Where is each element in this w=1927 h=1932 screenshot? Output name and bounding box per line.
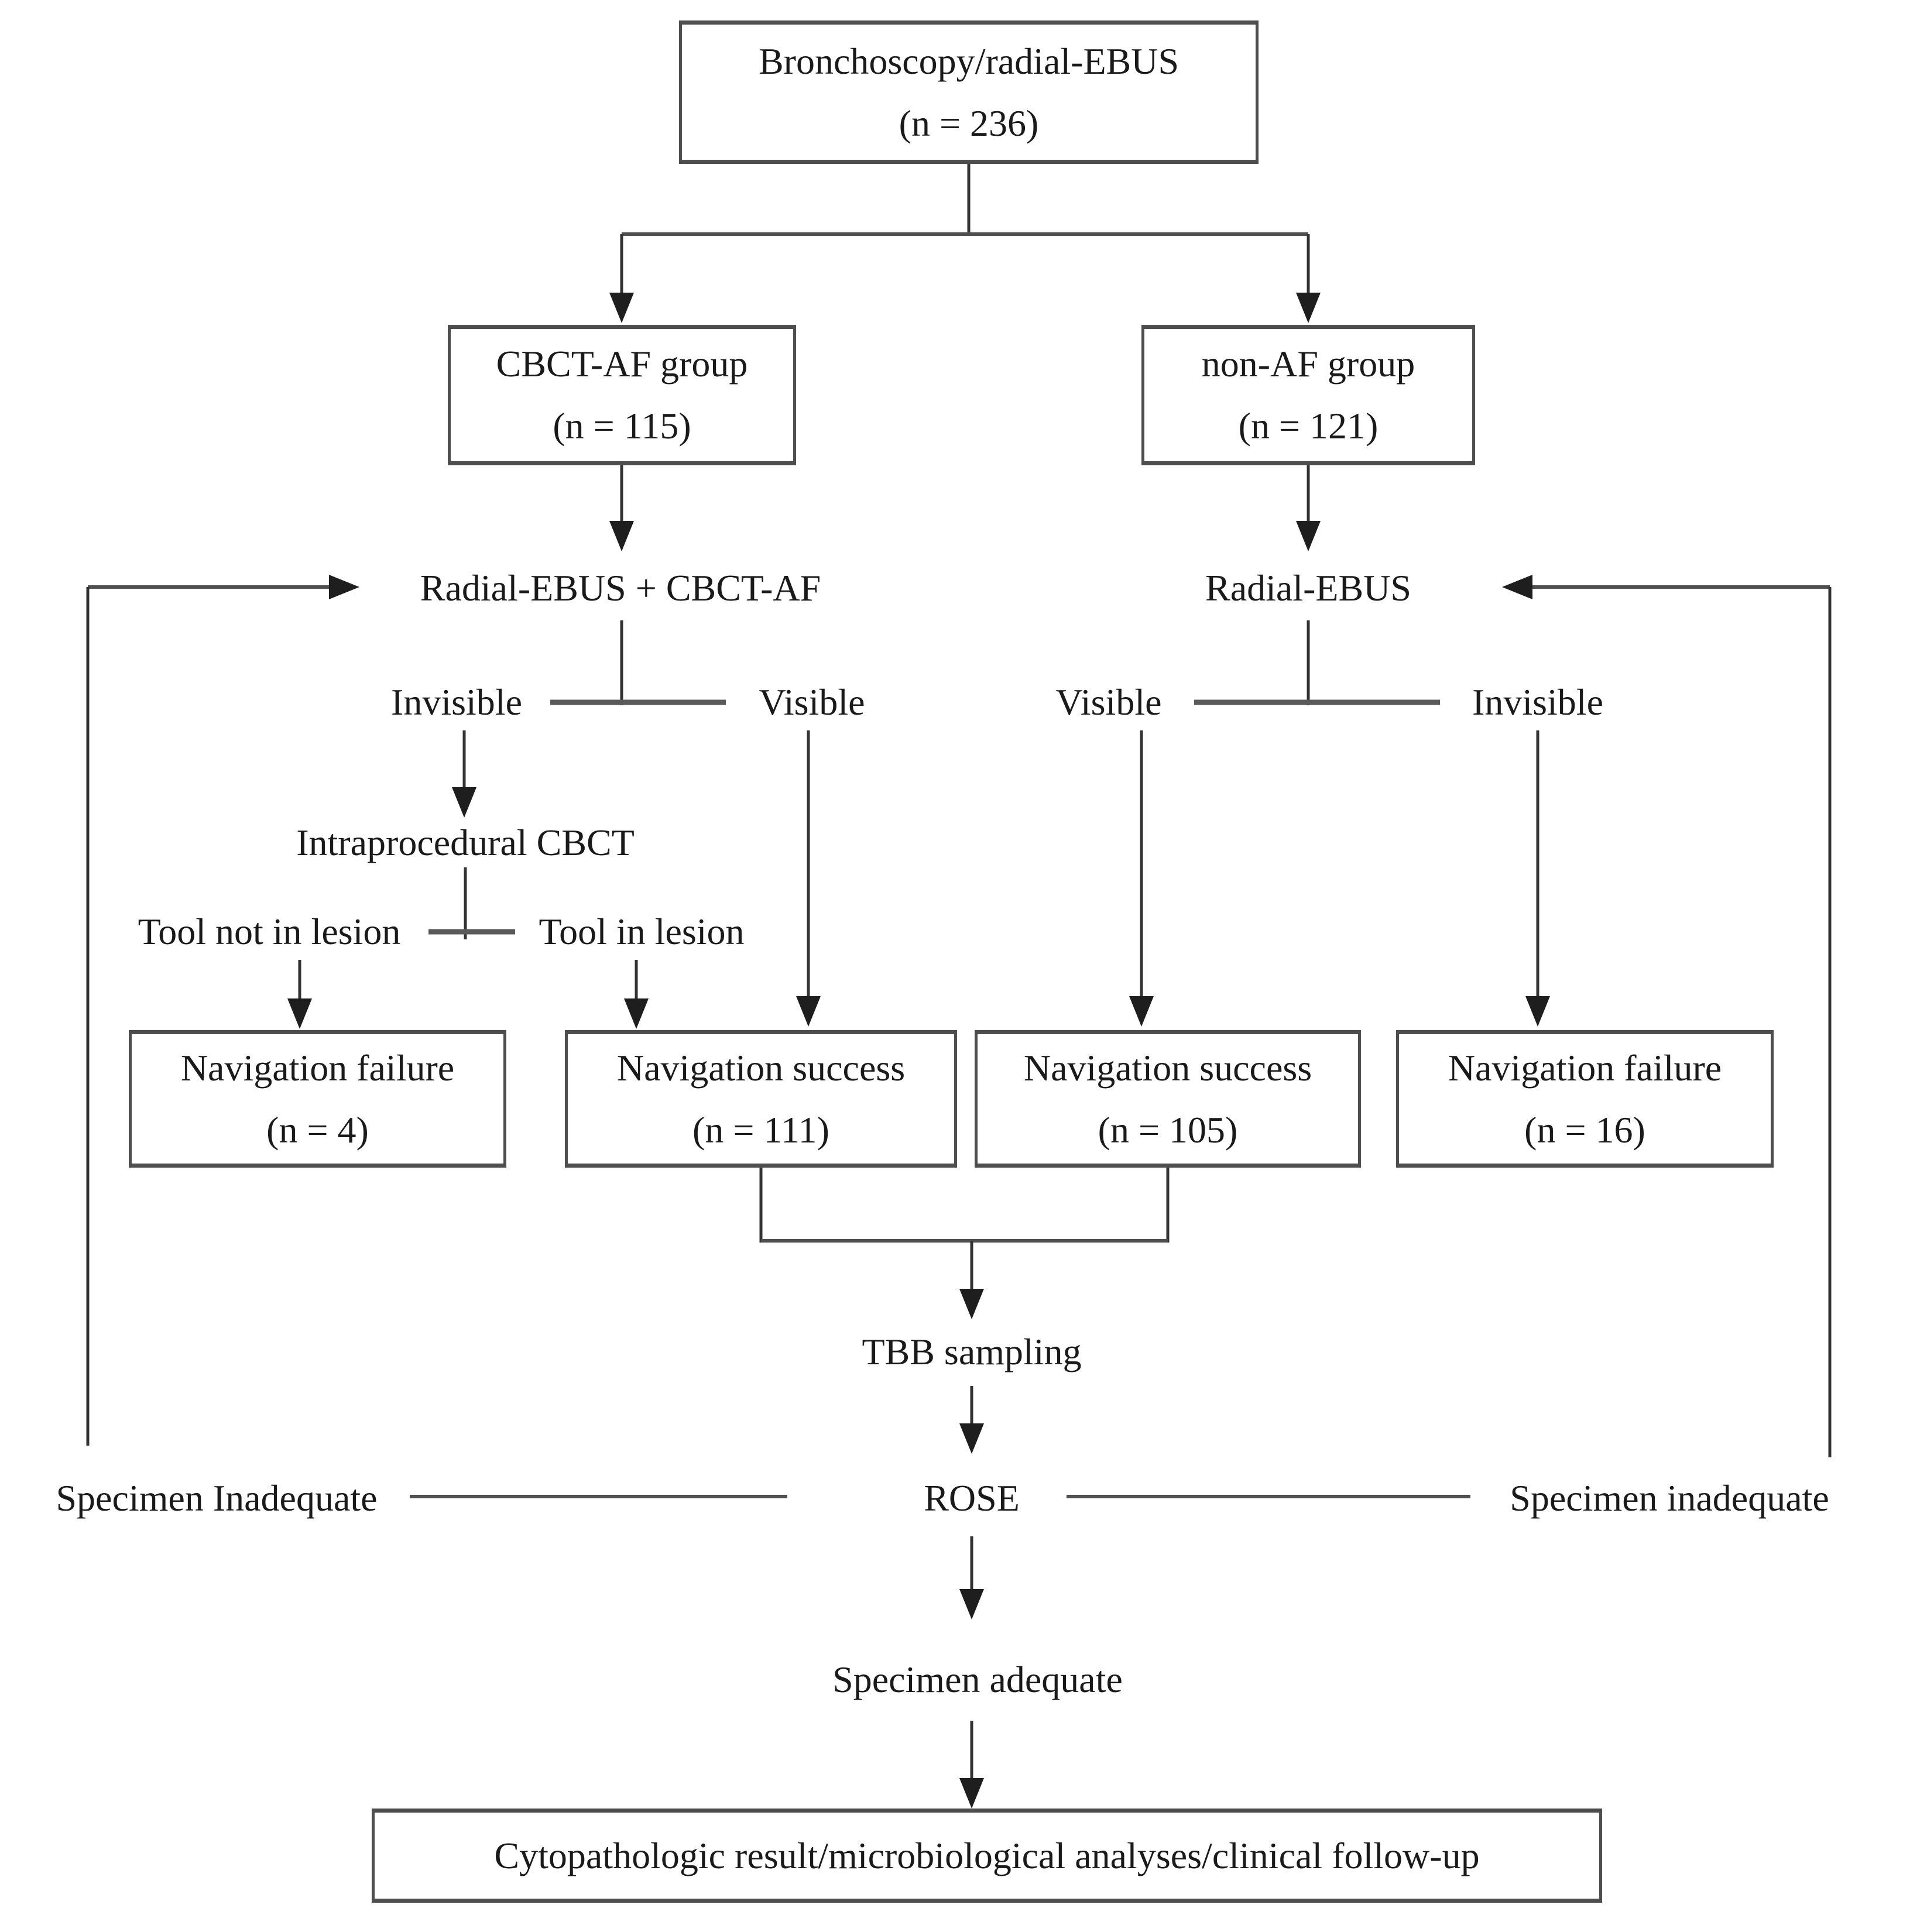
node-invisible-left: Invisible: [391, 681, 522, 723]
node-navigation-failure-cbct-title: Navigation failure: [180, 1046, 455, 1089]
node-non-af-group-title: non-AF group: [1201, 343, 1415, 385]
connector-tool-in-lesion-down: [635, 960, 638, 998]
connector-invisible-right-to-failure: [1536, 730, 1539, 996]
node-navigation-success-non-af: Navigation success (n = 105): [975, 1030, 1361, 1168]
connector-invisible-to-cbct: [462, 730, 466, 787]
node-cbct-af-group: CBCT-AF group (n = 115): [448, 325, 796, 465]
node-rose: ROSE: [924, 1477, 1020, 1519]
node-navigation-success-cbct-count: (n = 111): [692, 1109, 829, 1151]
node-tbb-sampling: TBB sampling: [862, 1331, 1082, 1372]
connector-cbct-stem: [464, 867, 467, 939]
connector-to-non-af-group: [1307, 234, 1310, 293]
node-non-af-group: non-AF group (n = 121): [1141, 325, 1475, 465]
arrowhead-to-radial-ebus-cbct-af: [609, 521, 634, 551]
node-navigation-success-non-af-count: (n = 105): [1098, 1109, 1238, 1151]
node-specimen-adequate: Specimen adequate: [832, 1659, 1123, 1700]
arrowhead-to-rose: [959, 1423, 984, 1454]
feedback-right-arrowhead: [1502, 575, 1532, 599]
connector-rose-to-specimen-inadequate-right: [1067, 1495, 1470, 1498]
node-navigation-failure-cbct: Navigation failure (n = 4): [129, 1030, 506, 1168]
node-navigation-success-non-af-title: Navigation success: [1023, 1046, 1312, 1089]
arrowhead-to-cbct-af-group: [609, 293, 634, 323]
connector-radial-ebus-cbct-af-stem: [620, 620, 623, 705]
connector-rose-to-specimen-inadequate-left: [410, 1495, 787, 1498]
arrowhead-to-non-af-group: [1296, 293, 1321, 323]
arrowhead-to-radial-ebus: [1296, 521, 1321, 551]
node-navigation-failure-non-af-count: (n = 16): [1524, 1109, 1645, 1151]
node-visible-right: Visible: [1055, 681, 1162, 723]
node-navigation-failure-cbct-count: (n = 4): [266, 1109, 369, 1151]
connector-merge-bar: [761, 1239, 1168, 1243]
connector-to-cbct-af-group: [620, 234, 623, 293]
node-cbct-af-group-count: (n = 115): [553, 405, 691, 447]
connector-visible-right-to-success: [1140, 730, 1143, 996]
connector-success-cbct-merge: [759, 1168, 763, 1243]
arrowhead-visible-left-to-success: [796, 996, 821, 1027]
connector-tool-not-in-lesion-down: [298, 960, 301, 998]
feedback-left-arrowhead: [329, 575, 359, 599]
node-bronchoscopy-radial-ebus-count: (n = 236): [899, 102, 1039, 144]
node-visible-left: Visible: [759, 681, 865, 723]
connector-merge-down: [970, 1241, 973, 1289]
node-navigation-failure-non-af-title: Navigation failure: [1448, 1046, 1722, 1089]
arrowhead-to-final-outcome: [959, 1778, 984, 1809]
node-final-outcome-title: Cytopathologic result/microbiological an…: [494, 1834, 1480, 1876]
connector-tbb-to-rose: [970, 1386, 973, 1423]
arrowhead-to-specimen-adequate: [959, 1589, 984, 1619]
feedback-left-vline: [86, 587, 90, 1446]
node-navigation-success-cbct: Navigation success (n = 111): [565, 1030, 957, 1168]
connector-cbct-af-to-radial-ebus-cbct-af: [620, 465, 623, 521]
connector-tool-bar: [428, 929, 515, 935]
connector-root-stem: [967, 164, 971, 234]
arrowhead-to-intraprocedural-cbct: [452, 787, 476, 818]
arrowhead-invisible-right-to-failure: [1525, 996, 1550, 1027]
arrowhead-to-navigation-failure-4: [287, 998, 312, 1029]
arrowhead-to-tbb-sampling: [959, 1289, 984, 1319]
node-bronchoscopy-radial-ebus-title: Bronchoscopy/radial-EBUS: [758, 40, 1179, 82]
node-invisible-right: Invisible: [1472, 681, 1603, 723]
connector-root-split: [622, 232, 1308, 236]
node-tool-in-lesion: Tool in lesion: [539, 911, 745, 952]
connector-radial-ebus-stem: [1307, 620, 1310, 705]
connector-adequate-to-final: [970, 1721, 973, 1778]
node-specimen-inadequate-left: Specimen Inadequate: [56, 1477, 378, 1519]
node-tool-not-in-lesion: Tool not in lesion: [138, 911, 401, 952]
connector-non-af-to-radial-ebus: [1307, 465, 1310, 521]
node-non-af-group-count: (n = 121): [1238, 405, 1379, 447]
node-radial-ebus-cbct-af: Radial-EBUS + CBCT-AF: [420, 567, 821, 609]
connector-success-non-af-merge: [1166, 1168, 1170, 1243]
arrowhead-visible-right-to-success: [1129, 996, 1154, 1027]
node-navigation-success-cbct-title: Navigation success: [616, 1046, 906, 1089]
connector-rose-to-adequate: [970, 1536, 973, 1589]
node-specimen-inadequate-right: Specimen inadequate: [1510, 1477, 1829, 1519]
node-radial-ebus: Radial-EBUS: [1205, 567, 1411, 609]
node-intraprocedural-cbct: Intraprocedural CBCT: [296, 822, 635, 863]
node-bronchoscopy-radial-ebus: Bronchoscopy/radial-EBUS (n = 236): [679, 20, 1259, 164]
connector-right-visibility-bar: [1194, 699, 1440, 705]
arrowhead-tool-in-lesion-to-success: [624, 998, 649, 1029]
feedback-right-hline: [1532, 585, 1830, 589]
connector-left-visibility-bar: [550, 699, 726, 705]
connector-visible-left-to-success: [807, 730, 810, 996]
node-navigation-failure-non-af: Navigation failure (n = 16): [1396, 1030, 1774, 1168]
node-cbct-af-group-title: CBCT-AF group: [496, 343, 748, 385]
feedback-right-vline: [1828, 587, 1832, 1457]
feedback-left-hline: [88, 585, 329, 589]
node-final-outcome: Cytopathologic result/microbiological an…: [372, 1809, 1602, 1903]
